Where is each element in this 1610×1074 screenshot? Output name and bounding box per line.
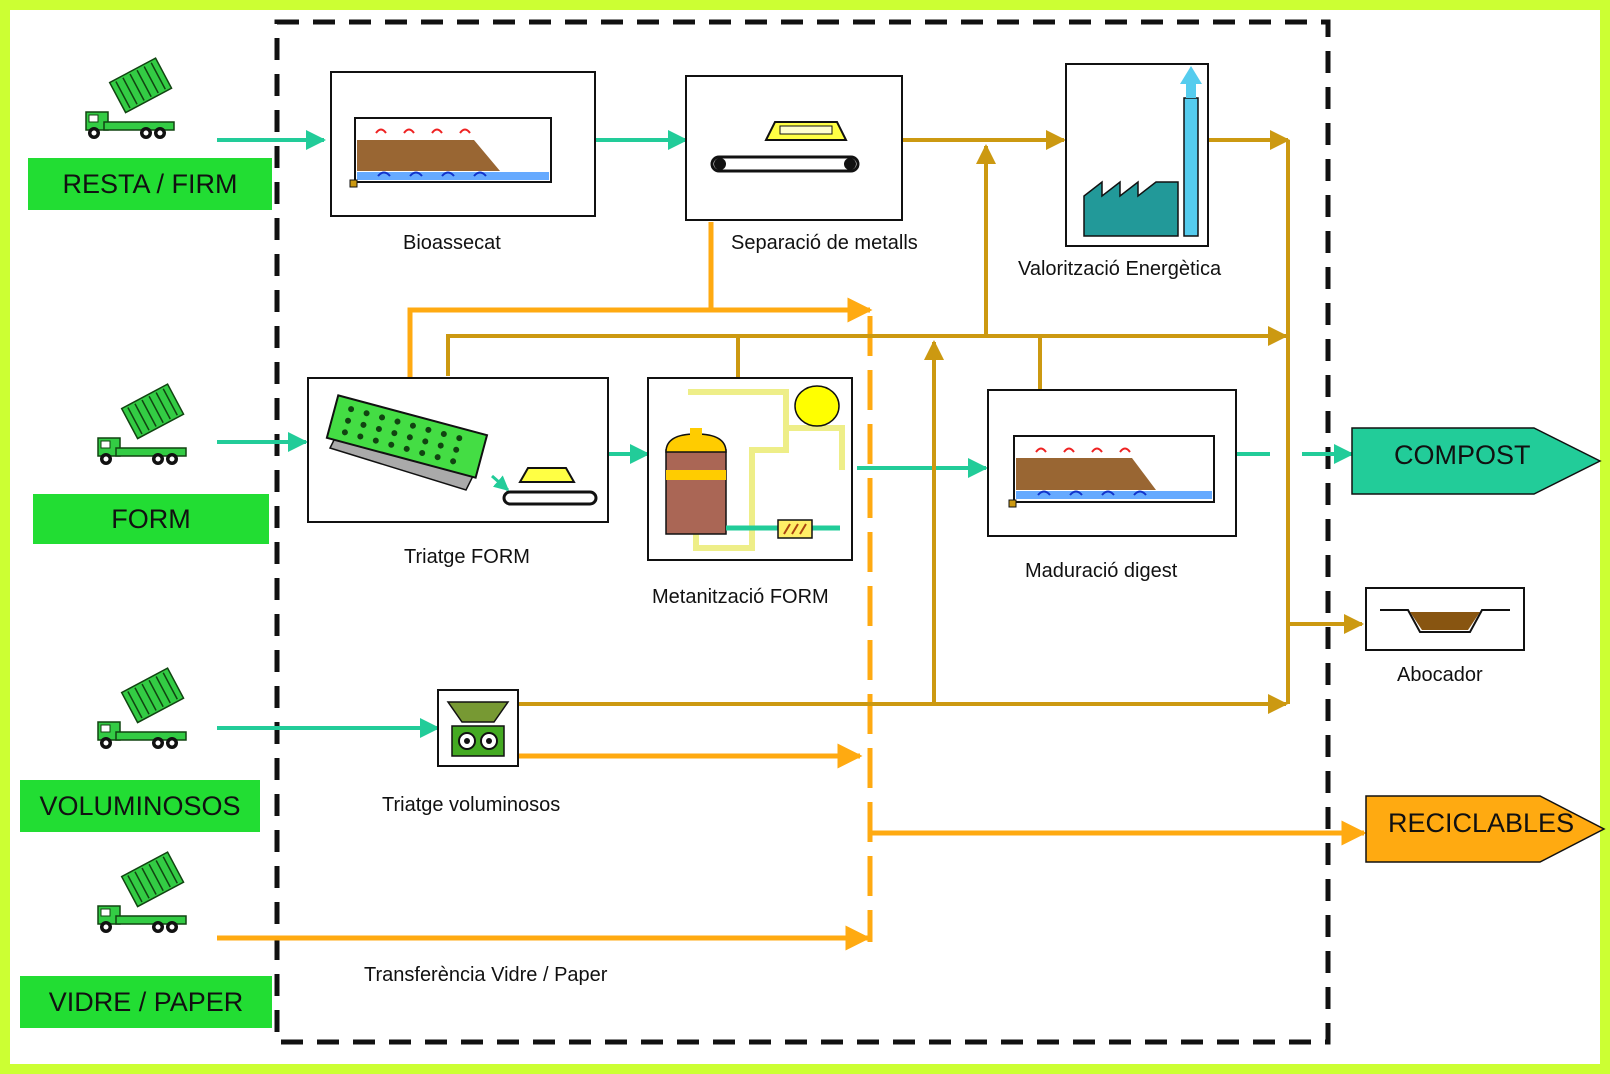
- output-label-compost: COMPOST: [1394, 440, 1531, 470]
- compost-pile-icon: [357, 140, 500, 171]
- truck-icon-vidre: [97, 851, 187, 934]
- compost-output-shape: [1351, 427, 1602, 495]
- chimney-icon: [1183, 97, 1199, 237]
- digester-icon: [665, 449, 727, 535]
- trommel-icon: [325, 394, 489, 479]
- factory-icon: [1083, 180, 1179, 237]
- landfill-icon: [1410, 612, 1480, 630]
- caption-valoritzacio: Valorització Energètica: [1018, 258, 1222, 280]
- caption-triatge-voluminosos: Triatge voluminosos: [382, 794, 561, 816]
- triatge-voluminosos-box: [437, 689, 519, 767]
- caption-bioassecat: Bioassecat: [403, 232, 501, 254]
- plant-boundary: [274, 19, 1331, 1045]
- reciclables-output-shape: [1365, 795, 1606, 863]
- input-label-form: FORM: [33, 494, 269, 544]
- caption-maduracio: Maduració digest: [1025, 560, 1178, 582]
- hopper-icon: [446, 701, 510, 723]
- input-label-resta-firm: RESTA / FIRM: [28, 158, 272, 210]
- conveyor-icon: [502, 490, 598, 506]
- triatge-form-box: [307, 377, 609, 523]
- truck-icon-voluminosos: [97, 667, 187, 750]
- valoritzacio-box: [1065, 63, 1209, 247]
- metanitzacio-box: [647, 377, 853, 561]
- truck-icon-resta: [85, 57, 175, 140]
- compost-pile-icon: [1016, 458, 1156, 490]
- input-label-voluminosos: VOLUMINOSOS: [20, 780, 260, 832]
- truck-icon-form: [97, 383, 187, 466]
- orange-flows: [217, 222, 1367, 951]
- caption-triatge-form: Triatge FORM: [404, 546, 530, 568]
- caption-metanitzacio: Metanització FORM: [652, 586, 829, 608]
- magnet-icon: [518, 467, 576, 483]
- input-label-vidre-paper: VIDRE / PAPER: [20, 976, 272, 1028]
- abocador-box: [1365, 587, 1525, 651]
- gas-holder-icon: [794, 385, 840, 427]
- teal-flows: [217, 130, 1354, 738]
- separacio-metalls-box: [685, 75, 903, 221]
- bioassecat-box: [330, 71, 596, 217]
- brown-flows: [446, 130, 1364, 714]
- conveyor-icon: [710, 155, 860, 173]
- emission-arrow-icon: [1180, 66, 1202, 98]
- caption-abocador: Abocador: [1397, 664, 1483, 686]
- caption-separacio-metalls: Separació de metalls: [731, 232, 918, 254]
- output-label-reciclables: RECICLABLES: [1388, 808, 1575, 838]
- maduracio-box: [987, 389, 1237, 537]
- caption-transferencia: Transferència Vidre / Paper: [364, 964, 608, 986]
